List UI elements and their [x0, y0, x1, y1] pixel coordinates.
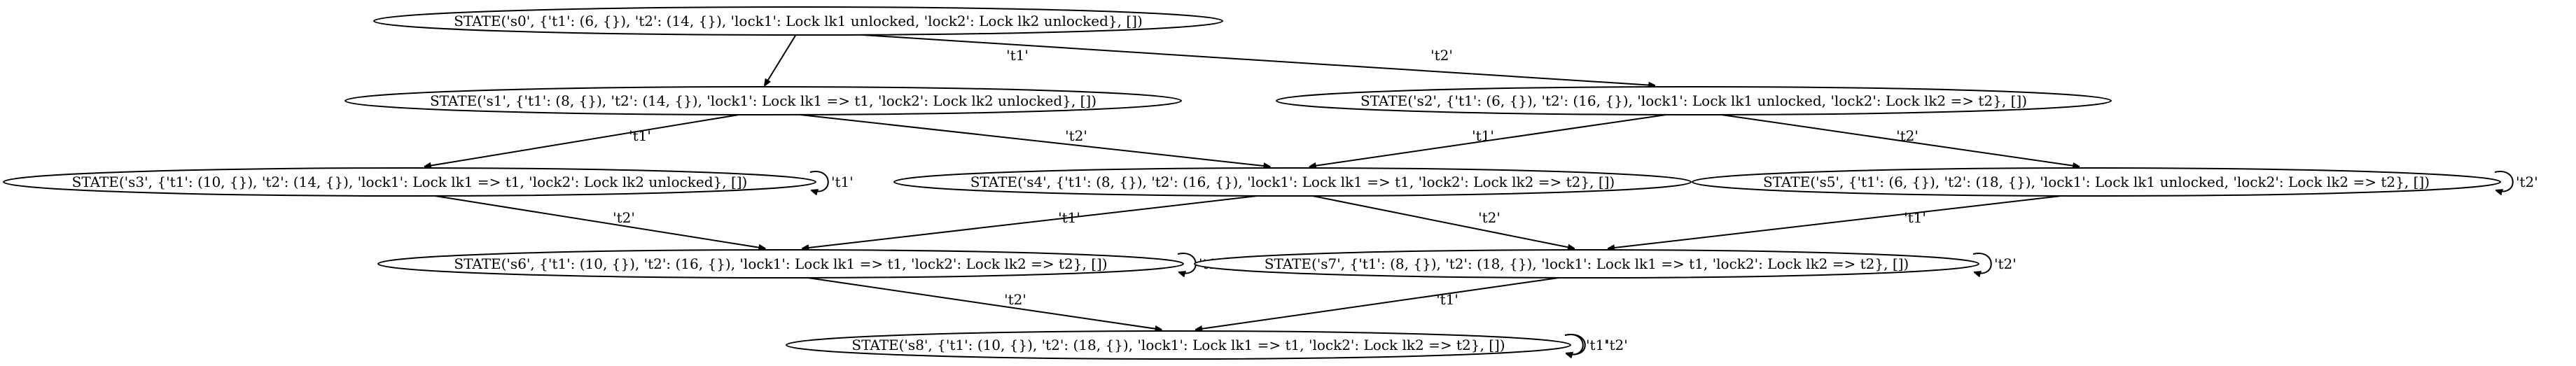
edge-label: 't2' — [613, 209, 635, 226]
state-node-s1: STATE('s1', {'t1': (8, {}), 't2': (14, {… — [344, 86, 1182, 115]
state-node-s0: STATE('s0', {'t1': (6, {}), 't2': (14, {… — [373, 6, 1223, 36]
edge-label: 't2' — [2516, 174, 2538, 190]
state-node-ellipse — [3, 167, 816, 197]
edge-arrow — [1721, 113, 2080, 167]
state-node-ellipse — [1194, 249, 1979, 279]
edge-s3-s6-7: 't2' — [435, 195, 765, 248]
self-loop-arrow — [1973, 253, 1992, 273]
state-node-label: STATE('s8', {'t1': (10, {}), 't2': (18, … — [851, 337, 1505, 353]
edge-label: 't1' — [1058, 209, 1080, 226]
nodes-layer: STATE('s0', {'t1': (6, {}), 't2': (14, {… — [3, 6, 2501, 360]
self-loop-arrow — [1565, 334, 1586, 354]
edge-s1-s3-2: 't1' — [425, 113, 739, 167]
edge-s5-s7-11: 't1' — [1608, 195, 2062, 248]
edge-s2-s5-5: 't2' — [1721, 113, 2080, 167]
edge-s1-s4-3: 't2' — [799, 113, 1270, 167]
edge-arrow — [425, 113, 739, 167]
state-node-s2: STATE('s2', {'t1': (6, {}), 't2': (16, {… — [1276, 86, 2112, 115]
edge-arrow — [1312, 195, 1574, 248]
edge-label: 't1' — [1472, 127, 1494, 144]
state-node-ellipse — [786, 330, 1571, 360]
edge-arrow — [860, 34, 1655, 85]
edge-label: 't2' — [1606, 337, 1628, 353]
state-node-s6: STATE('s6', {'t1': (10, {}), 't2': (16, … — [377, 249, 1184, 279]
edge-label: 't2' — [1994, 255, 2017, 272]
state-node-ellipse — [1276, 86, 2112, 115]
state-node-ellipse — [373, 6, 1223, 36]
edge-s4-s7-9: 't2' — [1312, 195, 1574, 248]
state-node-ellipse — [344, 86, 1182, 115]
edge-label: 't2' — [1004, 291, 1026, 308]
edge-label: 't2' — [1065, 127, 1087, 144]
edge-s0-s2-1: 't2' — [860, 34, 1655, 85]
edge-label: 't1' — [1904, 209, 1926, 226]
edge-arrow — [1310, 113, 1666, 167]
state-node-ellipse — [1692, 167, 2501, 197]
edge-arrow — [807, 276, 1161, 330]
state-node-label: STATE('s3', {'t1': (10, {}), 't2': (14, … — [72, 174, 748, 190]
state-node-s8: STATE('s8', {'t1': (10, {}), 't2': (18, … — [786, 330, 1571, 360]
edge-arrow — [1608, 195, 2062, 248]
state-node-label: STATE('s2', {'t1': (6, {}), 't2': (16, {… — [1360, 92, 2027, 109]
edge-label: 't1' — [1586, 337, 1608, 353]
edge-arrow — [1196, 276, 1559, 330]
edge-s5-s5-10: 't2' — [2495, 171, 2538, 191]
edge-s3-s3-6: 't1' — [810, 171, 854, 191]
self-loop-arrow — [810, 171, 829, 191]
self-loop-arrow — [2495, 171, 2514, 191]
state-node-ellipse — [893, 167, 1692, 197]
edge-arrow — [765, 34, 797, 85]
edge-label: 't2' — [1896, 127, 1919, 144]
state-node-s4: STATE('s4', {'t1': (8, {}), 't2': (16, {… — [893, 167, 1692, 197]
state-node-label: STATE('s0', {'t1': (6, {}), 't2': (14, {… — [454, 13, 1143, 29]
edge-label: 't1' — [629, 127, 651, 144]
edge-s6-s8-13: 't2' — [807, 276, 1161, 330]
state-node-label: STATE('s6', {'t1': (10, {}), 't2': (16, … — [454, 255, 1107, 272]
state-node-s7: STATE('s7', {'t1': (8, {}), 't2': (18, {… — [1194, 249, 1979, 279]
state-node-s5: STATE('s5', {'t1': (6, {}), 't2': (18, {… — [1692, 167, 2501, 197]
state-node-label: STATE('s5', {'t1': (6, {}), 't2': (18, {… — [1763, 174, 2430, 190]
edge-label: 't1' — [831, 174, 854, 190]
state-node-ellipse — [377, 249, 1184, 279]
edge-label: 't2' — [1478, 209, 1501, 226]
edge-s0-s1-0: 't1' — [765, 34, 1029, 85]
edge-label: 't1' — [1436, 291, 1458, 308]
edges-layer: 't1''t2''t1''t2''t1''t2''t1''t2''t1''t2'… — [425, 34, 2538, 355]
state-node-label: STATE('s7', {'t1': (8, {}), 't2': (18, {… — [1265, 255, 1909, 272]
edge-arrow — [799, 113, 1270, 167]
edge-arrow — [802, 195, 1258, 248]
edge-arrow — [435, 195, 765, 248]
edge-s2-s4-4: 't1' — [1310, 113, 1666, 167]
edge-s8-s8-16: 't1' — [1565, 334, 1608, 354]
edge-label: 't2' — [1430, 47, 1453, 64]
edge-s7-s8-15: 't1' — [1196, 276, 1559, 330]
edge-s4-s6-8: 't1' — [802, 195, 1258, 248]
state-node-s3: STATE('s3', {'t1': (10, {}), 't2': (14, … — [3, 167, 816, 197]
edge-label: 't1' — [1006, 47, 1029, 64]
edge-s7-s7-14: 't2' — [1973, 253, 2017, 273]
edge-s8-s8-17: 't2' — [1565, 334, 1628, 354]
state-node-label: STATE('s1', {'t1': (8, {}), 't2': (14, {… — [430, 92, 1096, 109]
state-node-label: STATE('s4', {'t1': (8, {}), 't2': (16, {… — [970, 174, 1615, 190]
